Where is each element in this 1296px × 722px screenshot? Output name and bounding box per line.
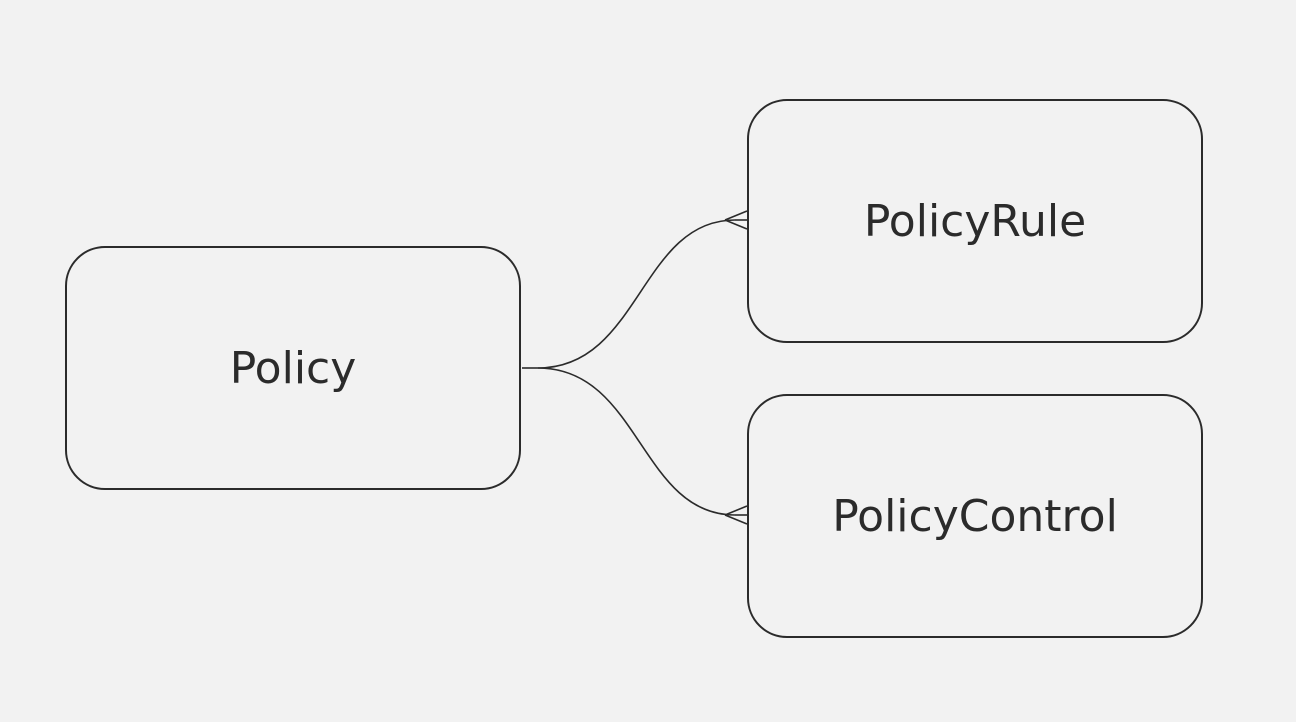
- relationship-policy-policycontrol[interactable]: [537, 367, 748, 525]
- entity-policycontrol[interactable]: PolicyControl: [747, 394, 1203, 638]
- entity-label: PolicyControl: [832, 490, 1118, 542]
- connector-curve: [537, 367, 736, 516]
- crows-foot-many-icon: [724, 210, 748, 230]
- entity-policyrule[interactable]: PolicyRule: [747, 99, 1203, 343]
- relationship-policy-policyrule[interactable]: [522, 210, 748, 369]
- entity-label: Policy: [229, 342, 357, 394]
- entity-policy[interactable]: Policy: [65, 246, 521, 490]
- connector-curve: [537, 219, 736, 369]
- crows-foot-many-icon: [724, 505, 748, 525]
- entity-label: PolicyRule: [863, 195, 1087, 247]
